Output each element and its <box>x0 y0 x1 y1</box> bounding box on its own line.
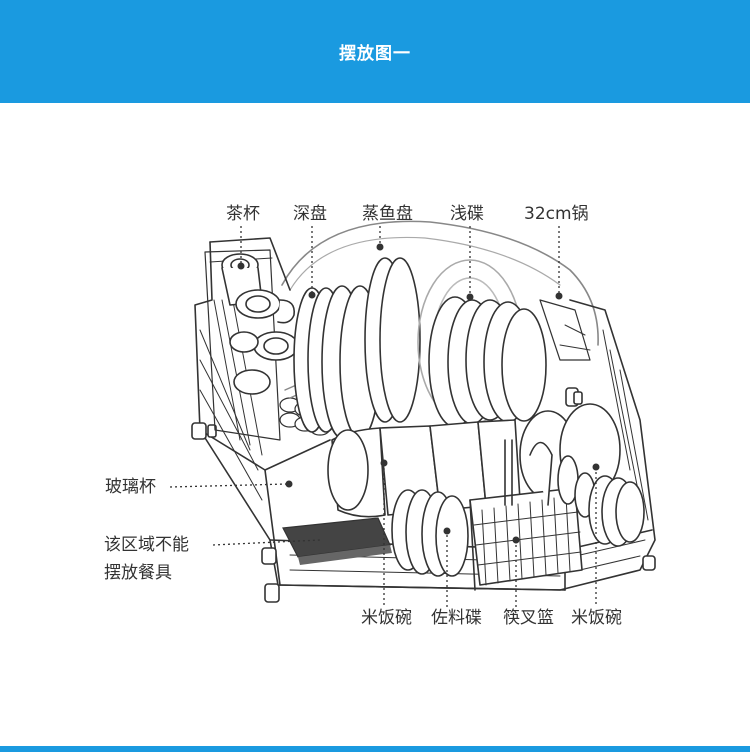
label-chopstick-basket: 筷叉篮 <box>503 608 554 628</box>
label-teacup: 茶杯 <box>226 204 260 224</box>
label-fish-plate: 蒸鱼盘 <box>362 204 413 224</box>
footer-bar <box>0 746 750 752</box>
header-banner: 摆放图一 <box>0 0 750 103</box>
page-title: 摆放图一 <box>339 44 411 64</box>
label-glass: 玻璃杯 <box>105 477 156 497</box>
label-restricted-line2: 摆放餐具 <box>104 563 172 583</box>
label-sauce-dish: 佐料碟 <box>431 608 482 628</box>
label-rice-bowl-right: 米饭碗 <box>571 608 622 628</box>
label-restricted-line1: 该区域不能 <box>104 535 189 555</box>
label-shallow-dish: 浅碟 <box>450 204 484 224</box>
label-deep-plate: 深盘 <box>293 204 327 224</box>
label-pot: 32cm锅 <box>524 204 589 224</box>
label-rice-bowl-left: 米饭碗 <box>361 608 412 628</box>
